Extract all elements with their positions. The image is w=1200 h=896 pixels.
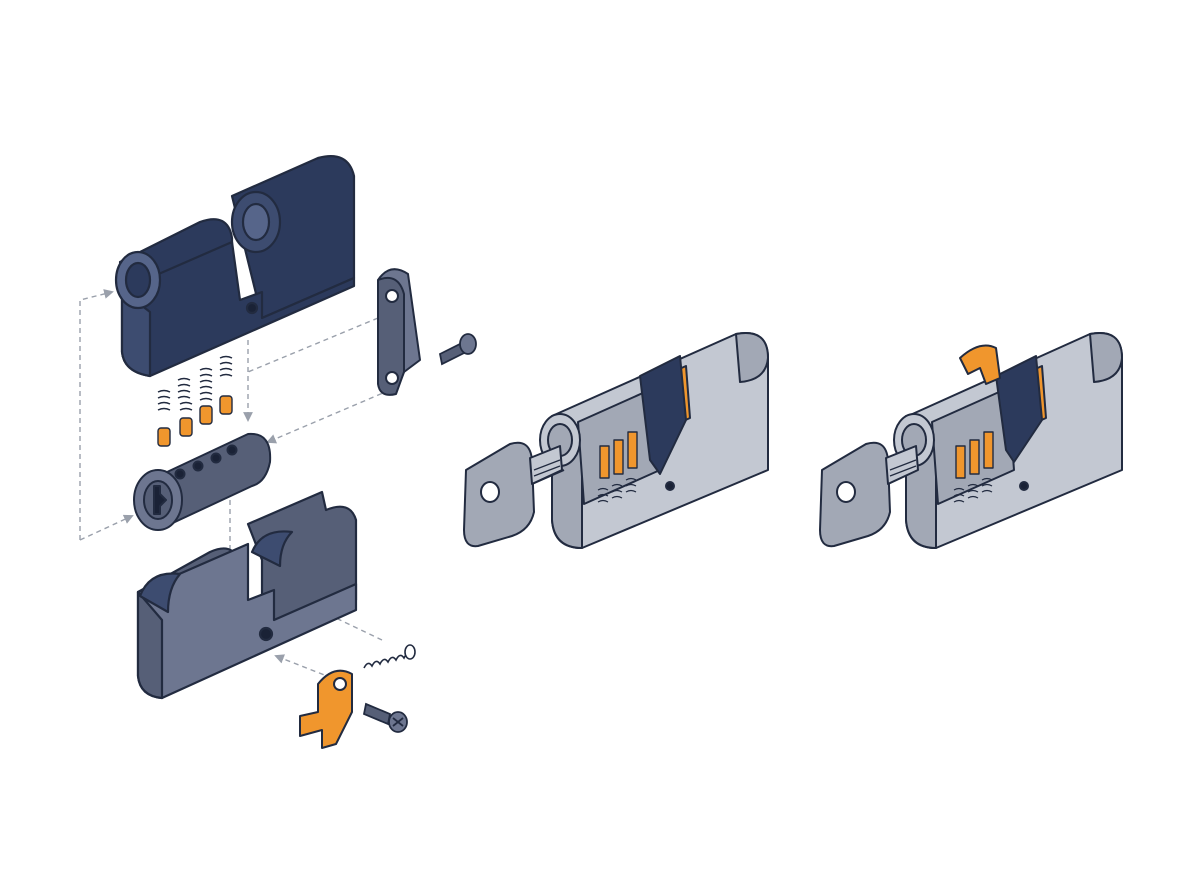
assembled-cylinder-locked-icon	[539, 332, 769, 549]
cylinder-housing-front-icon	[114, 155, 356, 378]
spring-icon	[199, 367, 213, 389]
guide-plate-to-housing	[247, 317, 379, 373]
spring-icon	[219, 355, 233, 377]
spring-icon-group	[157, 355, 233, 411]
guide-left-to-plug	[79, 514, 134, 541]
pin-stack-icon	[157, 395, 233, 447]
spring-icon	[363, 644, 416, 669]
spring-icon	[199, 391, 213, 401]
screw-icon	[438, 333, 477, 366]
cam-icon	[299, 669, 353, 749]
cylinder-housing-rear-icon	[136, 490, 358, 700]
key-icon	[819, 441, 919, 548]
assembled-cylinder-turned-icon	[893, 332, 1123, 549]
screw-icon	[362, 702, 408, 733]
guide-left-to-front-housing	[79, 289, 114, 540]
key-plug-icon	[133, 432, 272, 531]
key-icon	[463, 441, 565, 548]
spring-icon	[157, 389, 171, 411]
spring-icon	[177, 377, 191, 399]
retaining-plate-icon	[377, 268, 421, 396]
guide-cam-to-housing	[274, 654, 333, 679]
spring-icon	[179, 401, 193, 411]
guide-plate-to-plug	[266, 389, 391, 444]
